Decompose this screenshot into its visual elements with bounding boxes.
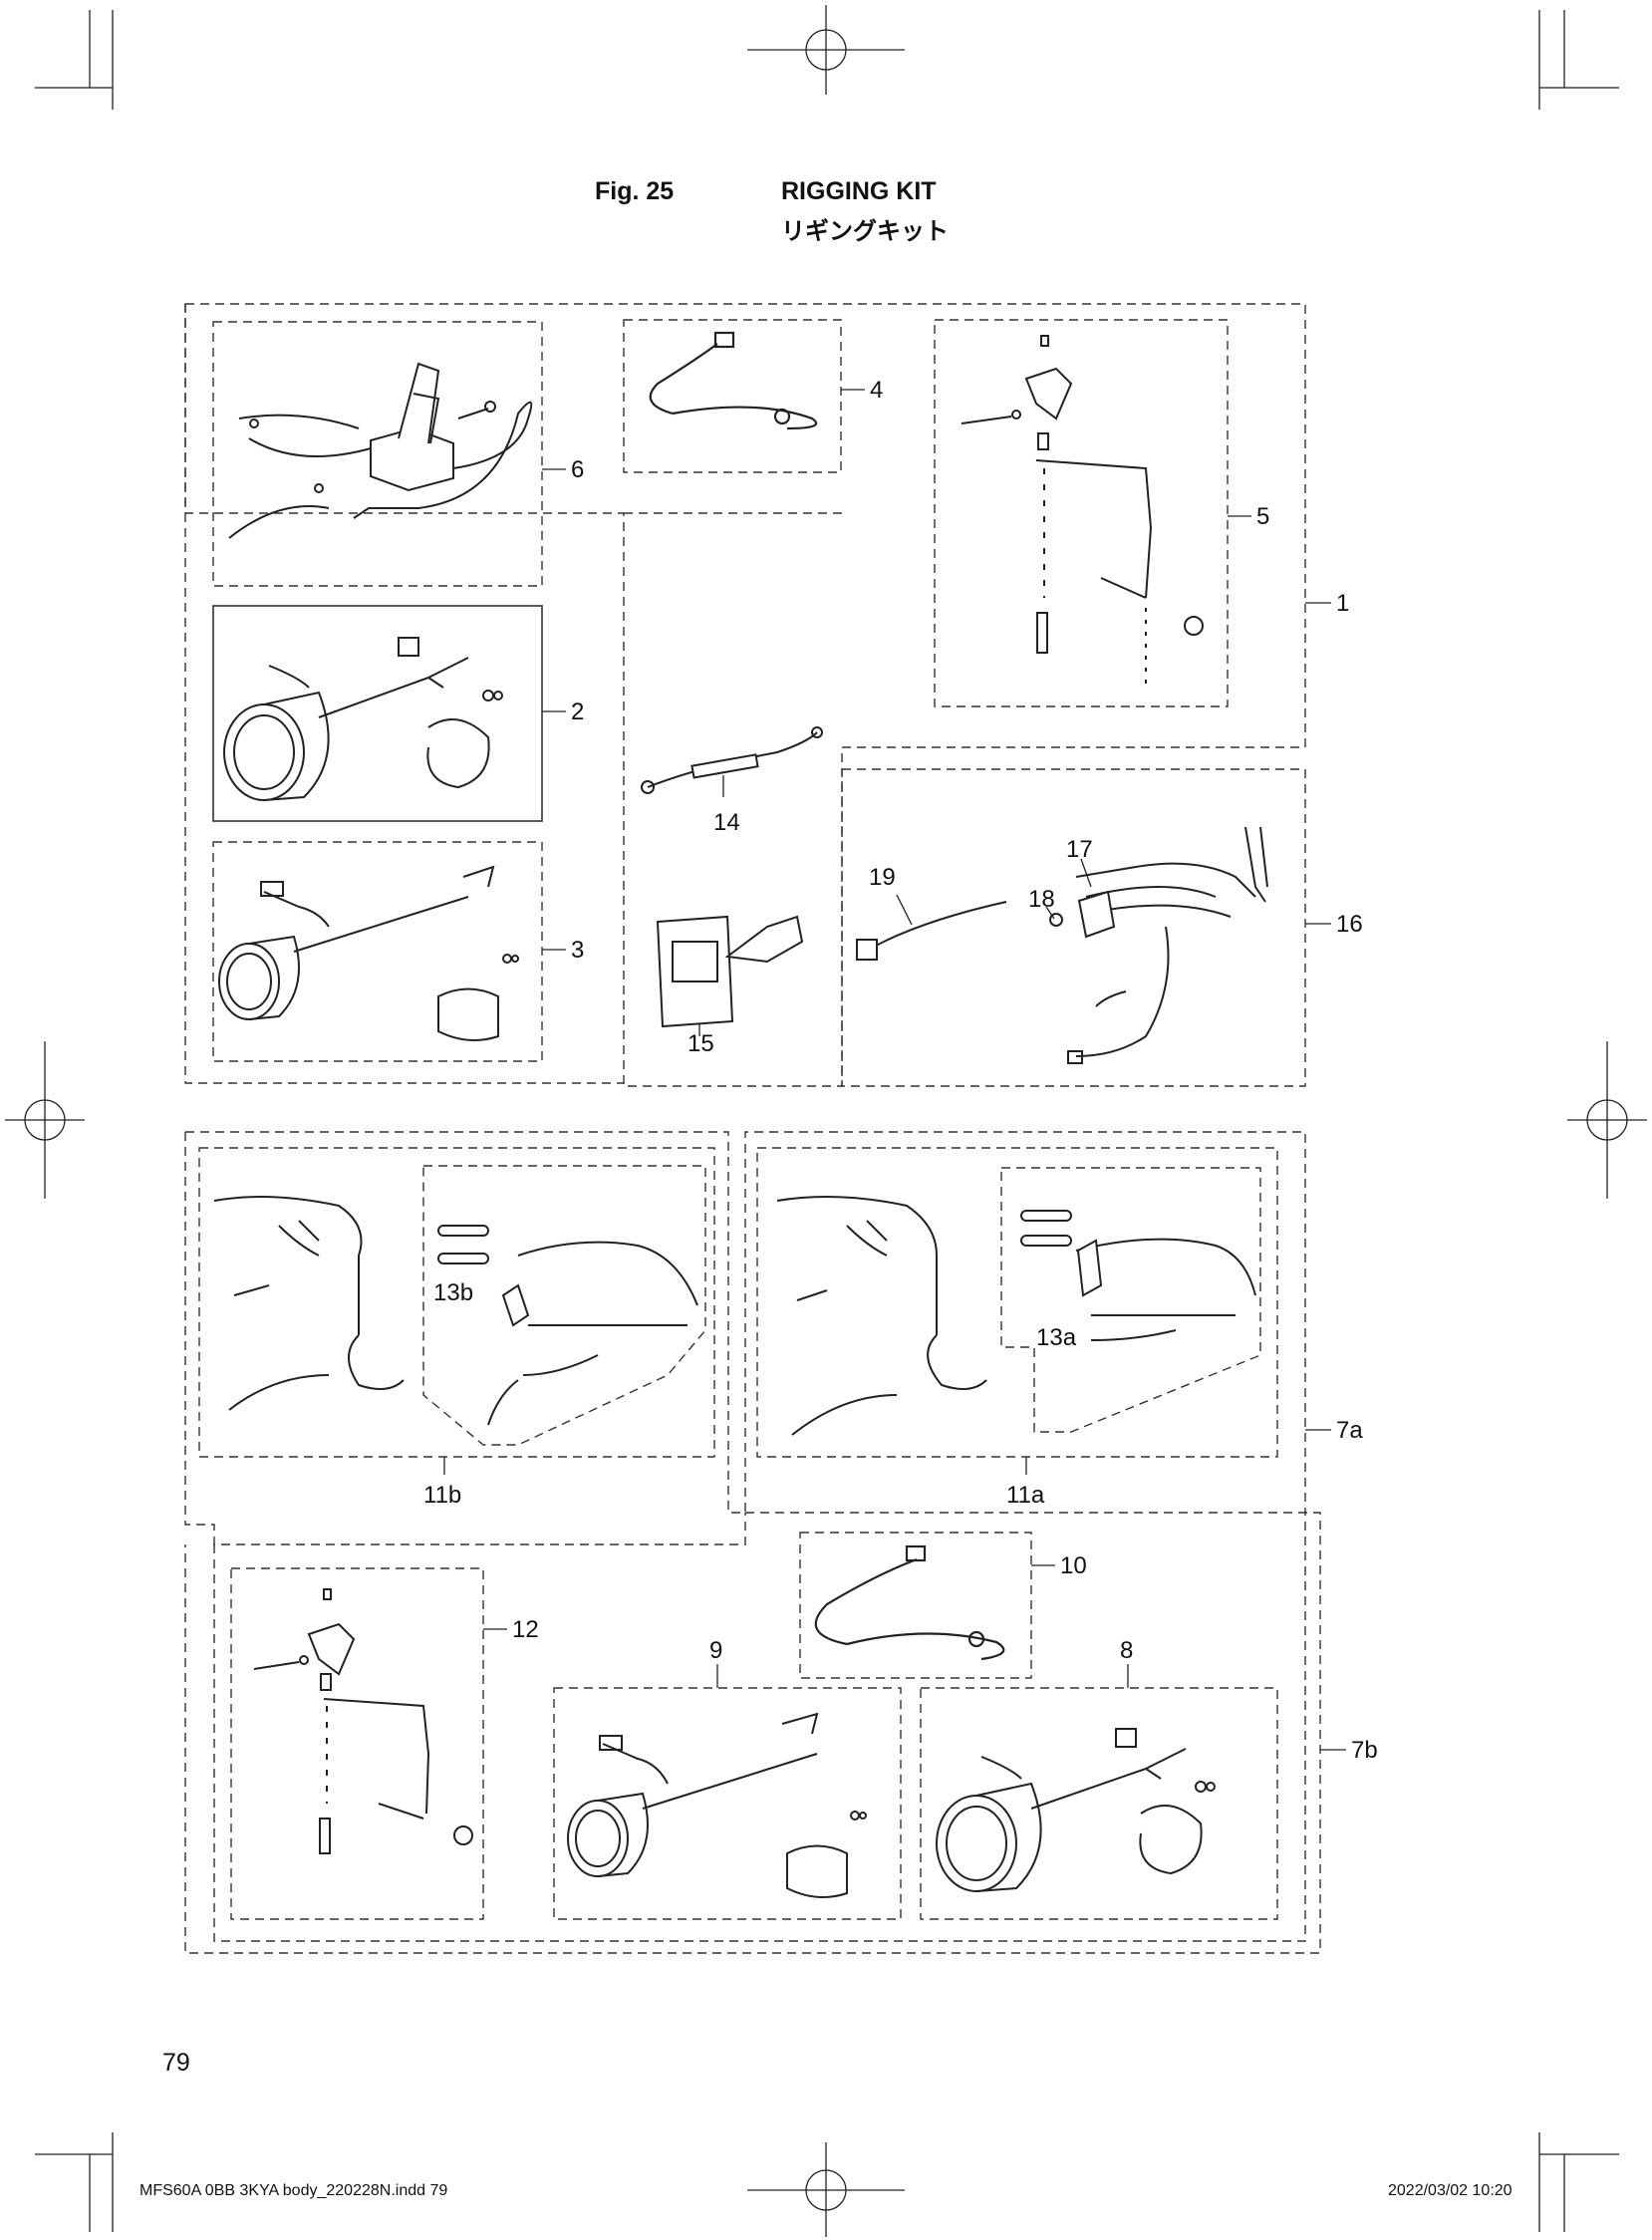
callout-17: 17	[1066, 836, 1093, 863]
callout-16: 16	[1336, 911, 1363, 938]
box-item-13b	[422, 1165, 706, 1446]
registration-mark-top	[747, 5, 905, 95]
callout-19: 19	[869, 864, 896, 891]
linkage-rod-item-5-drawing	[961, 335, 1204, 686]
callout-4: 4	[870, 377, 883, 404]
box-item-2	[212, 605, 543, 822]
group-1-left-outline	[184, 304, 624, 1084]
plug-item-15-drawing	[656, 915, 804, 1028]
box-item-3	[212, 841, 543, 1062]
gauge-item-9-drawing	[567, 1712, 867, 1898]
cable-item-10-drawing	[814, 1544, 1005, 1661]
callout-13b: 13b	[433, 1279, 473, 1306]
box-item-12	[230, 1567, 484, 1920]
callouts: 1 2 3 4 5 6 7a 7b 8 9 10 11a 11b 12 13a …	[423, 377, 1378, 1764]
remote-control-box-drawing	[228, 362, 533, 539]
group-1-outline	[184, 303, 1306, 1087]
registration-mark-bottom	[747, 2142, 905, 2237]
crop-marks	[35, 10, 1619, 2232]
box-item-5	[934, 319, 1229, 707]
callout-6: 6	[571, 456, 584, 483]
box-item-8	[920, 1687, 1278, 1920]
leader-lines	[443, 389, 1346, 1751]
callout-3: 3	[571, 937, 584, 964]
registration-mark-right	[1567, 1041, 1647, 1199]
callout-7b: 7b	[1351, 1737, 1378, 1764]
figure-title: RIGGING KIT	[781, 177, 937, 205]
page-number: 79	[162, 2049, 190, 2077]
callout-2: 2	[571, 699, 584, 725]
box-item-16	[841, 768, 1306, 1087]
box-item-11a	[756, 1147, 1278, 1458]
footer-file-name: MFS60A 0BB 3KYA body_220228N.indd 79	[139, 2182, 448, 2199]
callout-11a: 11a	[1006, 1482, 1045, 1509]
group-boundaries	[184, 303, 1321, 1954]
box-item-9	[553, 1687, 902, 1920]
callout-15: 15	[688, 1030, 714, 1057]
harness-item-16-drawing	[856, 826, 1268, 1064]
box-item-4	[623, 319, 842, 473]
callout-14: 14	[713, 809, 740, 836]
registration-mark-left	[5, 1041, 85, 1199]
cable-item-4-drawing	[649, 331, 818, 430]
figure-label: Fig. 25	[595, 177, 675, 205]
callout-9: 9	[709, 1637, 722, 1664]
harness-item-11a-drawing	[776, 1196, 1256, 1436]
gauge-item-2-drawing	[223, 637, 503, 801]
group-7b-outline	[184, 1512, 1321, 1954]
box-item-10	[799, 1532, 1032, 1679]
box-item-13a	[1000, 1167, 1261, 1433]
box-item-6	[212, 321, 543, 587]
harness-item-11b-drawing	[213, 1196, 698, 1426]
callout-12: 12	[512, 1616, 539, 1643]
linkage-rod-item-12-drawing	[253, 1588, 473, 1854]
figure-subtitle-japanese: リギングキット	[781, 217, 949, 245]
wire-item-14-drawing	[641, 726, 823, 794]
callout-13a: 13a	[1036, 1324, 1077, 1351]
callout-11b: 11b	[423, 1482, 461, 1509]
callout-7a: 7a	[1336, 1417, 1363, 1444]
callout-1: 1	[1336, 590, 1349, 617]
callout-18: 18	[1028, 886, 1055, 913]
callout-10: 10	[1060, 1552, 1087, 1579]
box-item-11b	[198, 1147, 715, 1458]
gauge-item-3-drawing	[218, 865, 519, 1041]
gauge-item-8-drawing	[936, 1728, 1216, 1892]
footer-datetime: 2022/03/02 10:20	[1388, 2182, 1513, 2199]
callout-5: 5	[1256, 503, 1269, 530]
callout-8: 8	[1120, 1637, 1133, 1664]
